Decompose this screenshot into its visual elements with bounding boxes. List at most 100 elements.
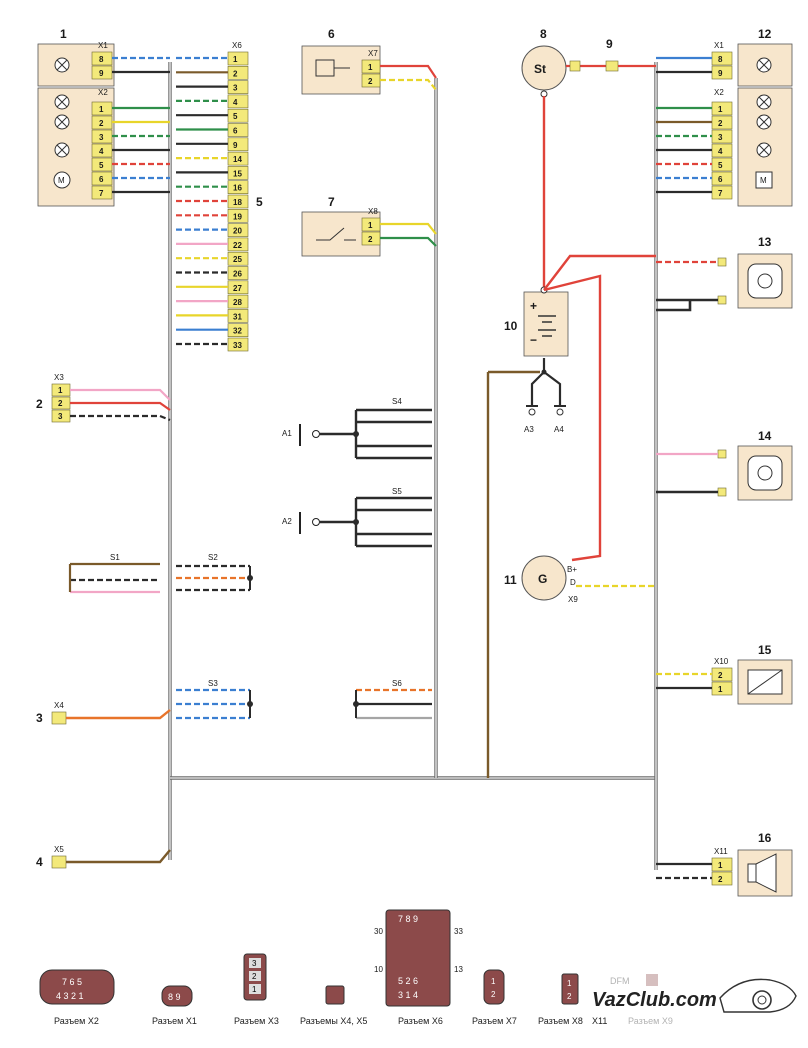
- watermark-logo: VazClub.com: [592, 978, 797, 1013]
- x6-pin-number: 16: [233, 184, 242, 193]
- component-number-13: 13: [758, 235, 772, 249]
- x6-pin-number: 22: [233, 241, 242, 250]
- legend-connector-x1: 8 9 Разъем X1: [152, 985, 197, 1026]
- connector-x9-label: X9: [568, 595, 578, 604]
- component-13-sensor: 13: [656, 235, 793, 312]
- connector-x2-right-label: X2: [714, 88, 724, 97]
- svg-text:7 6 5: 7 6 5: [62, 977, 82, 987]
- component-number-11: 11: [504, 573, 517, 587]
- svg-text:2: 2: [368, 77, 373, 86]
- svg-text:Разъем X1: Разъем X1: [152, 1016, 197, 1026]
- connector-x1-left-label: X1: [98, 41, 108, 50]
- svg-text:Разъем X2: Разъем X2: [54, 1016, 99, 1026]
- component-1-x2-block: X2 1 2 3 4 5 6 7 M: [37, 87, 170, 207]
- x6-pin-number: 25: [233, 255, 242, 264]
- component-9-link: 9: [605, 37, 656, 72]
- legend-connector-x6: 30 33 10 13 7 8 9 5 2 6 3 1 4 Разъем X6: [374, 909, 463, 1026]
- svg-text:D: D: [570, 578, 576, 587]
- connector-x7-label: X7: [368, 49, 378, 58]
- connector-x10-label: X10: [714, 657, 729, 666]
- harness-trunks: [168, 62, 658, 870]
- x6-pin-number: 32: [233, 327, 242, 336]
- svg-text:1: 1: [567, 979, 572, 988]
- svg-text:2: 2: [368, 235, 373, 244]
- x6-pin-number: 3: [233, 84, 238, 93]
- svg-text:2: 2: [99, 119, 104, 128]
- splice-s1-label: S1: [110, 553, 120, 562]
- connector-x11-label: X11: [714, 847, 728, 856]
- x6-pin: [227, 108, 249, 123]
- component-15-x10: 15 X10 2 1: [656, 643, 793, 705]
- svg-text:Разъемы X4, X5: Разъемы X4, X5: [300, 1016, 367, 1026]
- svg-text:2: 2: [718, 119, 723, 128]
- svg-text:1: 1: [718, 861, 723, 870]
- svg-text:2: 2: [567, 992, 572, 1001]
- splice-s5-ground-a2: S5 A2: [282, 487, 432, 548]
- starter-label: St: [534, 62, 546, 76]
- svg-text:30: 30: [374, 927, 383, 936]
- splice-s6: S6: [353, 679, 432, 720]
- component-11-generator: 11 G B+ D X9: [504, 555, 656, 604]
- svg-text:4: 4: [718, 147, 723, 156]
- svg-text:Разъем X8: Разъем X8: [538, 1016, 583, 1026]
- x2-left-pins: 1 2 3 4 5 6 7: [91, 101, 113, 200]
- component-2-x3: 2 X3 1 2 3: [36, 373, 171, 423]
- svg-text:−: −: [530, 333, 537, 347]
- x6-pin-number: 19: [233, 212, 242, 221]
- legend-connector-x9: DFM Разъем X9: [610, 974, 673, 1026]
- splice-s6-label: S6: [392, 679, 402, 688]
- x6-pin-number: 33: [233, 341, 242, 350]
- svg-text:Разъем X9: Разъем X9: [628, 1016, 673, 1026]
- svg-text:1: 1: [99, 105, 104, 114]
- component-3-x4: 3 X4 S3: [36, 679, 253, 725]
- svg-text:3: 3: [252, 959, 257, 968]
- legend-connector-x8: 1 2 Разъем X8 X11: [538, 973, 607, 1026]
- x6-pin-number: 5: [233, 112, 238, 121]
- x6-pin-number: 27: [233, 284, 242, 293]
- svg-text:8 9: 8 9: [168, 992, 181, 1002]
- connector-x8-label: X8: [368, 207, 378, 216]
- legend-connector-x4-x5: Разъемы X4, X5: [300, 985, 367, 1026]
- x6-pin: [227, 66, 249, 80]
- component-number-9: 9: [606, 37, 613, 51]
- connector-legend: 7 6 5 4 3 2 1 Разъем X2 8 9 Разъем X1 3 …: [39, 909, 673, 1026]
- connector-x5-label: X5: [54, 845, 64, 854]
- x6-pin: [227, 94, 249, 109]
- svg-text:6: 6: [99, 175, 104, 184]
- svg-text:M: M: [760, 176, 767, 185]
- x6-pin-number: 1: [233, 55, 238, 64]
- svg-text:3 1 4: 3 1 4: [398, 990, 418, 1000]
- svg-text:Разъем X7: Разъем X7: [472, 1016, 517, 1026]
- svg-text:5: 5: [99, 161, 104, 170]
- component-4-x5: 4 X5: [36, 845, 171, 869]
- svg-text:3: 3: [99, 133, 104, 142]
- watermark-text: VazClub.com: [592, 989, 717, 1011]
- x6-pin-number: 28: [233, 298, 242, 307]
- ground-a3-label: A3: [524, 425, 534, 434]
- connector-x4-label: X4: [54, 701, 64, 710]
- component-number-7: 7: [328, 195, 335, 209]
- svg-text:9: 9: [718, 69, 723, 78]
- splice-s3-label: S3: [208, 679, 218, 688]
- x6-pin-number: 2: [233, 69, 238, 78]
- splices-s1-s2: S1 S2: [68, 553, 253, 594]
- component-12-lamp-block: 12 X1 8 9 X2 1 2 3 4 5 6 7 M: [656, 27, 793, 207]
- x6-pin-number: 4: [233, 98, 238, 107]
- svg-text:2: 2: [718, 671, 723, 680]
- svg-text:1: 1: [58, 386, 63, 395]
- svg-text:1: 1: [491, 977, 496, 986]
- svg-text:13: 13: [454, 965, 463, 974]
- component-number-6: 6: [328, 27, 335, 41]
- svg-text:8: 8: [718, 55, 723, 64]
- svg-text:7: 7: [718, 189, 723, 198]
- component-number-4: 4: [36, 855, 43, 869]
- x6-pin: [227, 251, 249, 266]
- splice-s4-label: S4: [392, 397, 402, 406]
- x6-pin-number: 20: [233, 227, 242, 236]
- svg-text:5 2 6: 5 2 6: [398, 976, 418, 986]
- component-number-5: 5: [256, 195, 263, 209]
- component-number-8: 8: [540, 27, 547, 41]
- connector-x1-right-label: X1: [714, 41, 724, 50]
